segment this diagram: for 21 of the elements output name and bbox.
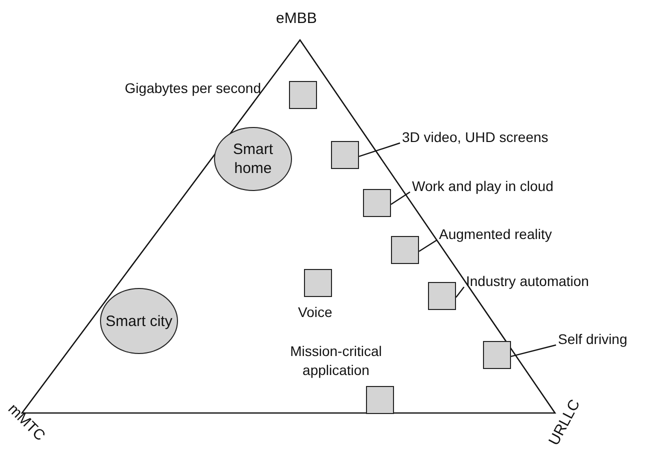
square-marker <box>483 341 511 369</box>
use-case-label: Mission-critical application <box>289 342 383 380</box>
use-case-label: Work and play in cloud <box>412 178 554 195</box>
leader-line <box>390 192 410 205</box>
leader-line <box>456 286 464 298</box>
category-ellipse: Smart city <box>100 288 178 354</box>
use-case-label: Voice <box>298 303 332 322</box>
leader-line <box>418 240 438 252</box>
leader-line <box>510 344 556 357</box>
square-marker <box>363 189 391 217</box>
use-case-label: Self driving <box>558 331 628 348</box>
use-case-label: Industry automation <box>466 273 589 290</box>
corner-label: eMBB <box>276 10 317 27</box>
use-case-label: Gigabytes per second <box>124 79 261 98</box>
square-marker <box>391 236 419 264</box>
use-case-label: 3D video, UHD screens <box>402 129 548 146</box>
use-case-label: Augmented reality <box>439 226 552 243</box>
leader-line <box>358 142 400 157</box>
category-ellipse: Smart home <box>214 127 292 191</box>
square-marker <box>428 282 456 310</box>
square-marker <box>331 141 359 169</box>
